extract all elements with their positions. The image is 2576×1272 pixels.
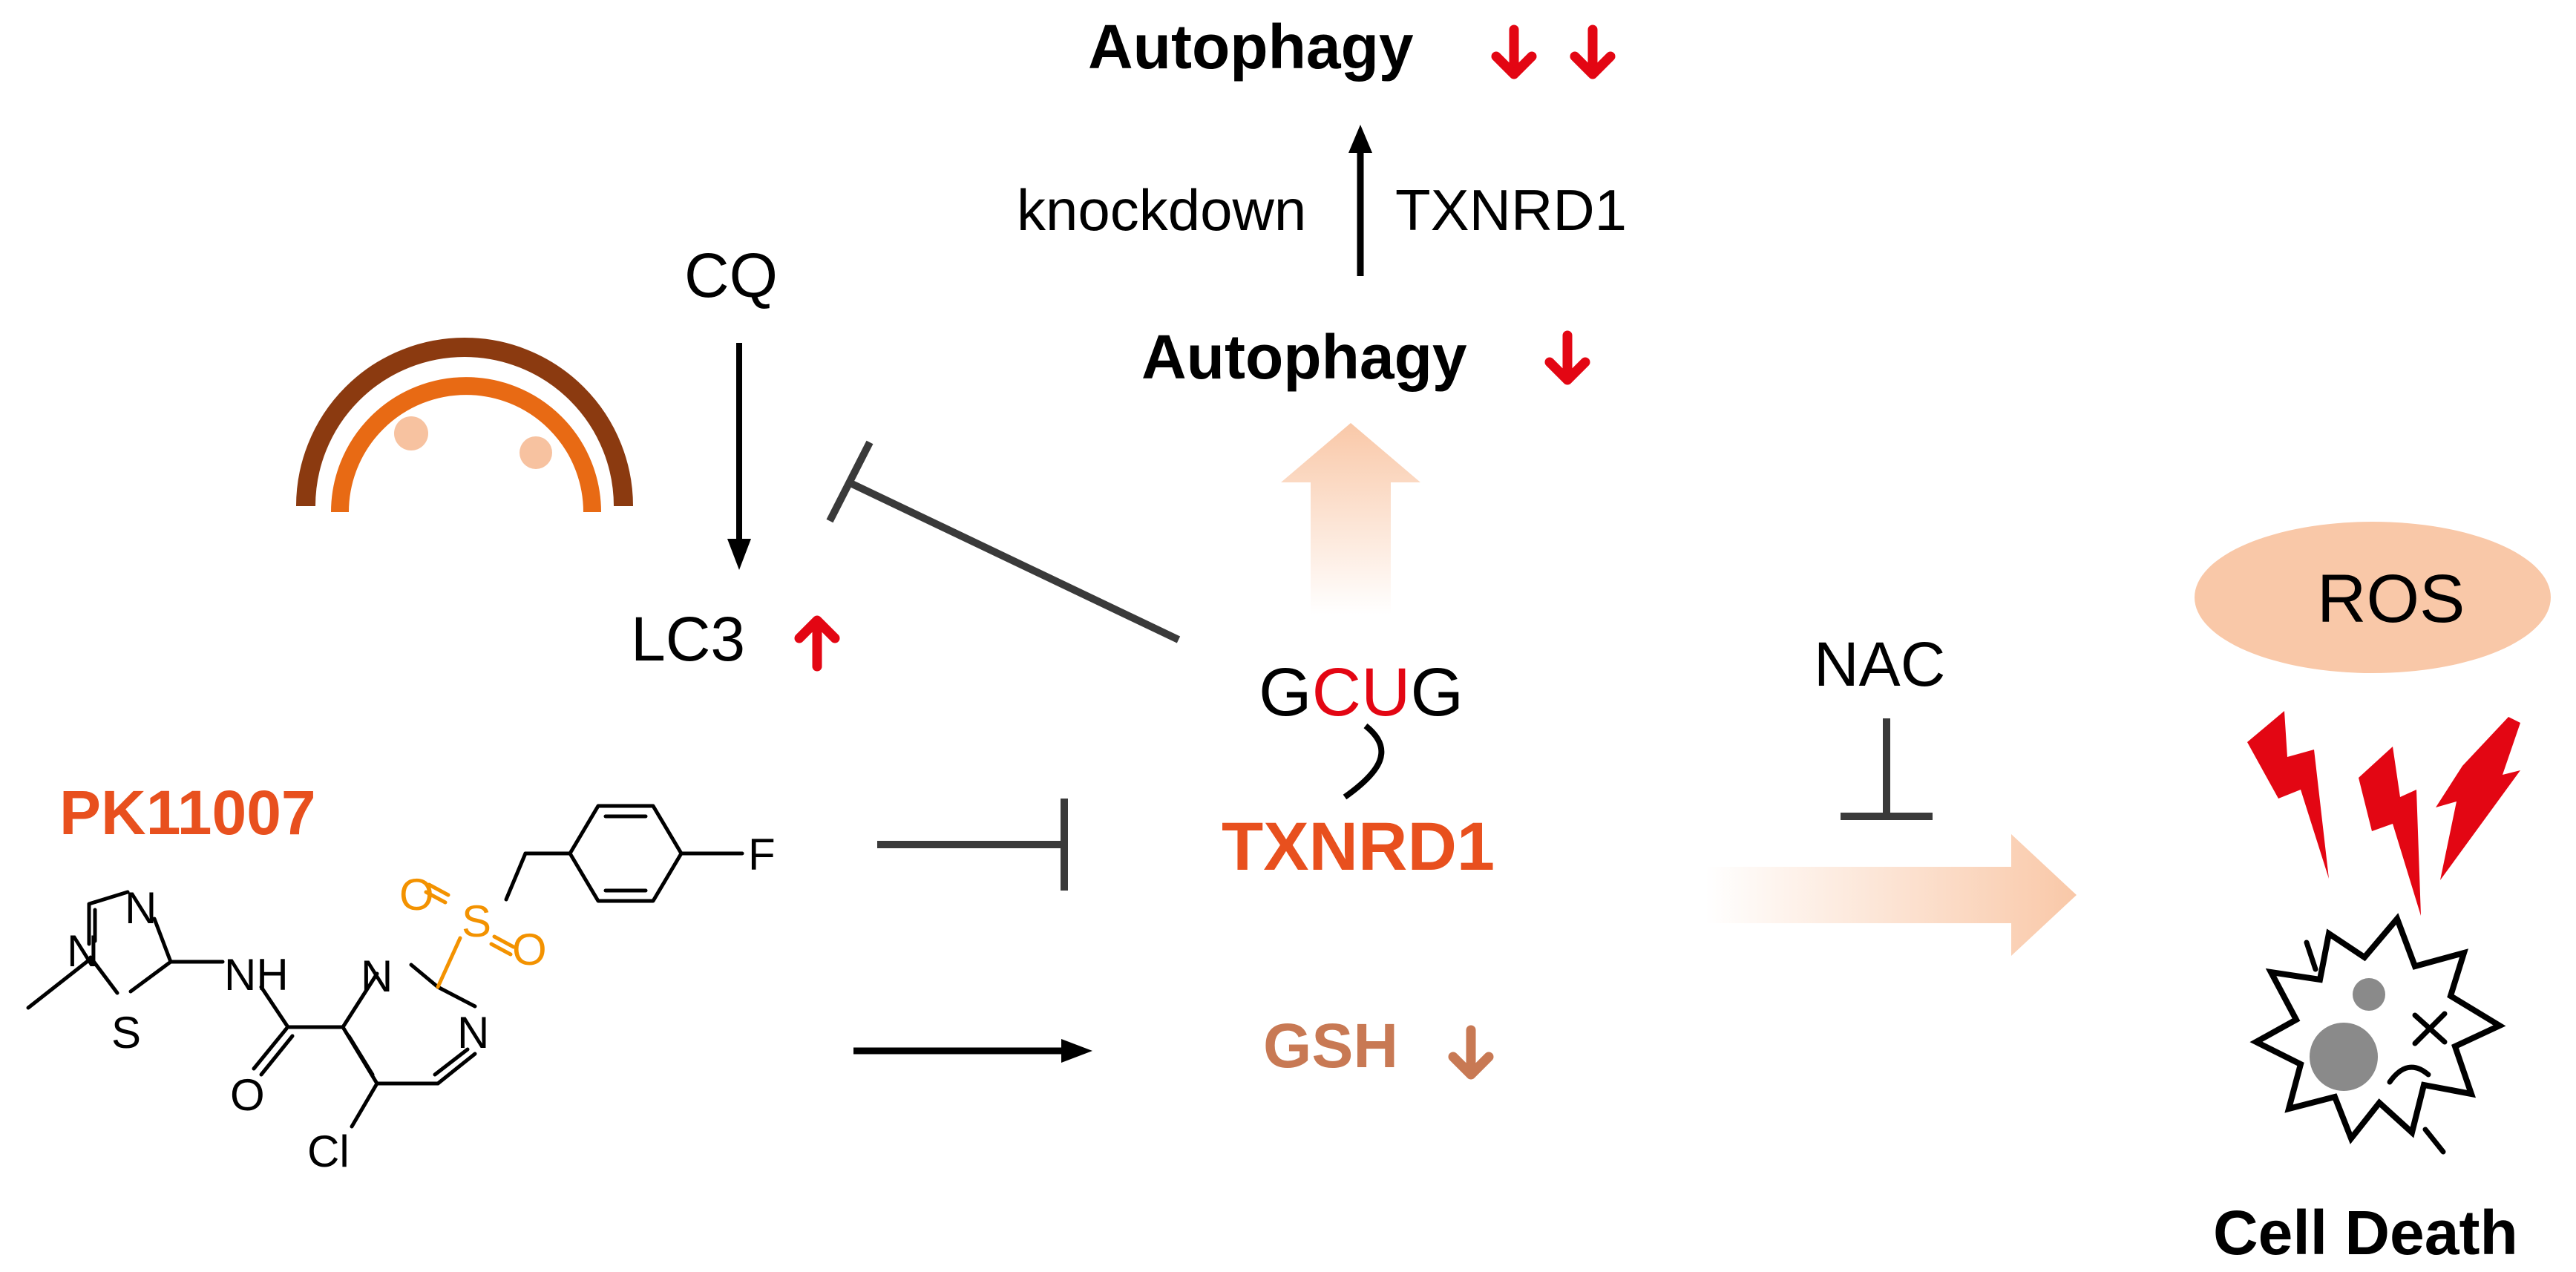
atom-n-thiad-2: N [125,883,157,933]
autophagy-mid-label: Autophagy [1141,322,1467,392]
atom-o-amide: O [230,1070,265,1120]
atom-cl: Cl [307,1127,350,1176]
lc3-label: LC3 [631,604,745,674]
gsh-label: GSH [1263,1011,1398,1081]
down-arrow-icon [1491,24,1537,79]
compound-name: PK11007 [59,778,316,848]
nac-inhibition [1841,718,1933,820]
lightning-bolt-icon [2436,717,2520,880]
pk11007-inhibition [877,799,1068,891]
atom-o-sulfonyl-1: O [399,870,434,919]
knockdown-arrow [1348,125,1372,276]
atom-o-sulfonyl-2: O [512,925,547,974]
txnrd1-knockdown-label: TXNRD1 [1395,177,1627,243]
atom-f: F [748,830,776,879]
txnrd1-main-label: TXNRD1 [1222,809,1495,885]
gcug-motif: GCUG [1259,655,1464,730]
cq-arrow [727,343,751,570]
autophagy-top-label: Autophagy [1088,12,1414,82]
knockdown-label: knockdown [1017,177,1306,243]
atom-s-sulfonyl: S [462,896,491,946]
cell-death-label: Cell Death [2213,1198,2518,1268]
autophagosome-icon [296,338,633,513]
pk11007-structure [26,804,744,1129]
down-arrow-icon [1570,24,1616,79]
pk11007-gsh-arrow [853,1039,1092,1063]
atom-s-thiad: S [111,1008,141,1058]
peach-up-arrow [1281,423,1420,614]
inhibition-line [826,440,1181,643]
atom-n-pyr-1: N [361,951,393,1001]
atom-n-thiad-1: N [67,926,99,976]
cq-label: CQ [684,240,778,310]
ros-ellipse [2195,522,2551,673]
gcug-linker [1343,723,1385,800]
dying-cell-icon [2249,913,2506,1155]
nac-label: NAC [1814,629,1945,699]
atom-n-pyr-2: N [457,1008,489,1058]
down-arrow-icon [1448,1025,1494,1080]
lightning-bolt-icon [2247,711,2329,879]
peach-right-arrow [1705,834,2077,956]
lightning-bolt-icon [2359,747,2421,916]
ros-label: ROS [2317,561,2465,637]
structure-atom-labels: F S O O N N Cl O NH N N S [67,830,776,1176]
atom-nh: NH [224,950,289,1000]
up-arrow-icon [794,615,840,672]
down-arrow-icon [1544,330,1590,385]
sulfonyl-bonds [424,882,516,989]
